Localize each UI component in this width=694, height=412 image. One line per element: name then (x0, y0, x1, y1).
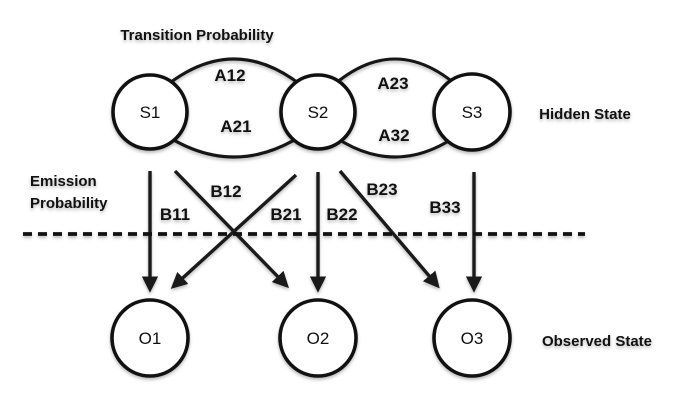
label-transition-a21: A21 (220, 117, 251, 136)
emission-arrows (141, 169, 483, 293)
diagram-labels: Transition Probability Hidden State Obse… (30, 27, 652, 350)
label-observed-state-o1: O1 (139, 329, 162, 348)
label-transition-a12: A12 (214, 66, 245, 85)
label-emission-b22: B22 (326, 205, 357, 224)
label-transition-a32: A32 (378, 126, 409, 145)
label-hidden-state-s2: S2 (308, 103, 329, 122)
hidden-state-node-s1 (111, 73, 189, 151)
label-emission-b12: B12 (210, 182, 241, 201)
label-observed-state-o2: O2 (307, 329, 330, 348)
label-transition-a23: A23 (377, 74, 408, 93)
label-emission-line1: Emission (30, 173, 97, 190)
observed-state-node-o1 (110, 298, 190, 378)
emission-arrow-b21 (170, 173, 298, 289)
label-hidden-state-s3: S3 (462, 103, 483, 122)
label-observed-state-o3: O3 (461, 329, 484, 348)
emission-arrow-b12 (173, 169, 289, 289)
emission-arrow-b23 (338, 169, 440, 289)
title-transition-probability: Transition Probability (120, 27, 274, 44)
label-hidden-state: Hidden State (539, 106, 631, 123)
hidden-state-node-s2 (279, 73, 357, 151)
hidden-state-node-s3 (432, 72, 512, 152)
label-observed-state: Observed State (542, 333, 652, 350)
label-hidden-state-s1: S1 (140, 103, 161, 122)
label-emission-b21: B21 (270, 205, 301, 224)
label-emission-b33: B33 (429, 198, 460, 217)
observed-state-node-o3 (432, 298, 512, 378)
label-emission-b23: B23 (366, 180, 397, 199)
label-emission-b11: B11 (160, 205, 190, 224)
observed-state-nodes (110, 298, 512, 378)
hidden-state-nodes (111, 72, 512, 152)
observed-state-node-o2 (278, 298, 358, 378)
label-emission-line2: Probability (30, 195, 108, 212)
